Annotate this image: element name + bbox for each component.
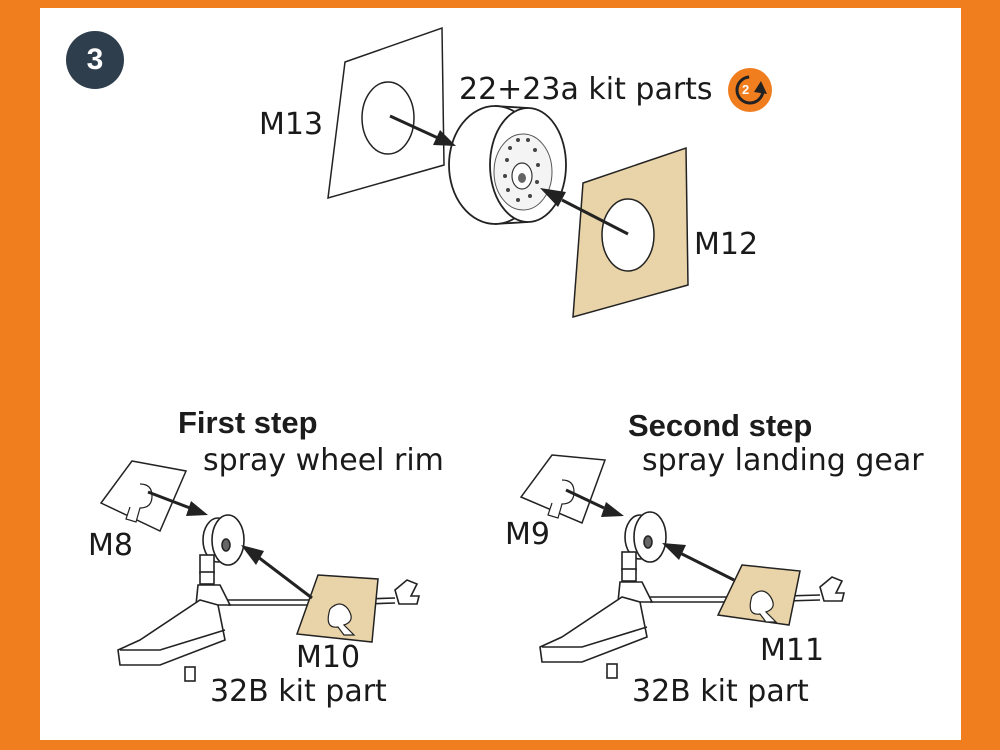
rotate-2-icon [728,68,772,112]
mask-m11-label: M11 [760,633,825,668]
mask-m10 [295,574,379,643]
rotate-badge-text: 2 [742,82,750,97]
mask-m10-label: M10 [296,640,361,675]
second-step-kit-part-label: 32B kit part [632,674,809,709]
step-number-badge: 3 [66,31,124,89]
mask-m13 [327,26,445,200]
first-step-title: First step [178,405,318,440]
arrow-m11-to-wheel [662,543,735,582]
second-step-title: Second step [628,408,813,443]
mask-m9 [519,454,607,524]
mask-m12-label: M12 [694,227,759,262]
mask-m8-label: M8 [88,528,133,563]
arrow-m13-to-wheel [389,114,456,146]
first-step-subtitle: spray wheel rim [203,443,444,478]
mask-m12 [572,146,689,319]
arrow-m8-to-wheel [147,490,208,516]
arrow-m9-to-wheel [565,488,624,517]
mask-m13-label: M13 [259,107,324,142]
landing-gear-part [539,511,846,679]
second-step-subtitle: spray landing gear [642,443,924,478]
mask-m11 [716,564,801,626]
first-step-kit-part-label: 32B kit part [210,674,387,709]
mask-m9-label: M9 [505,517,550,552]
mask-m8 [99,460,188,533]
arrow-m10-to-wheel [241,545,313,600]
arrow-m12-to-wheel [540,188,629,236]
kit-parts-label: 22+23a kit parts [459,72,713,107]
